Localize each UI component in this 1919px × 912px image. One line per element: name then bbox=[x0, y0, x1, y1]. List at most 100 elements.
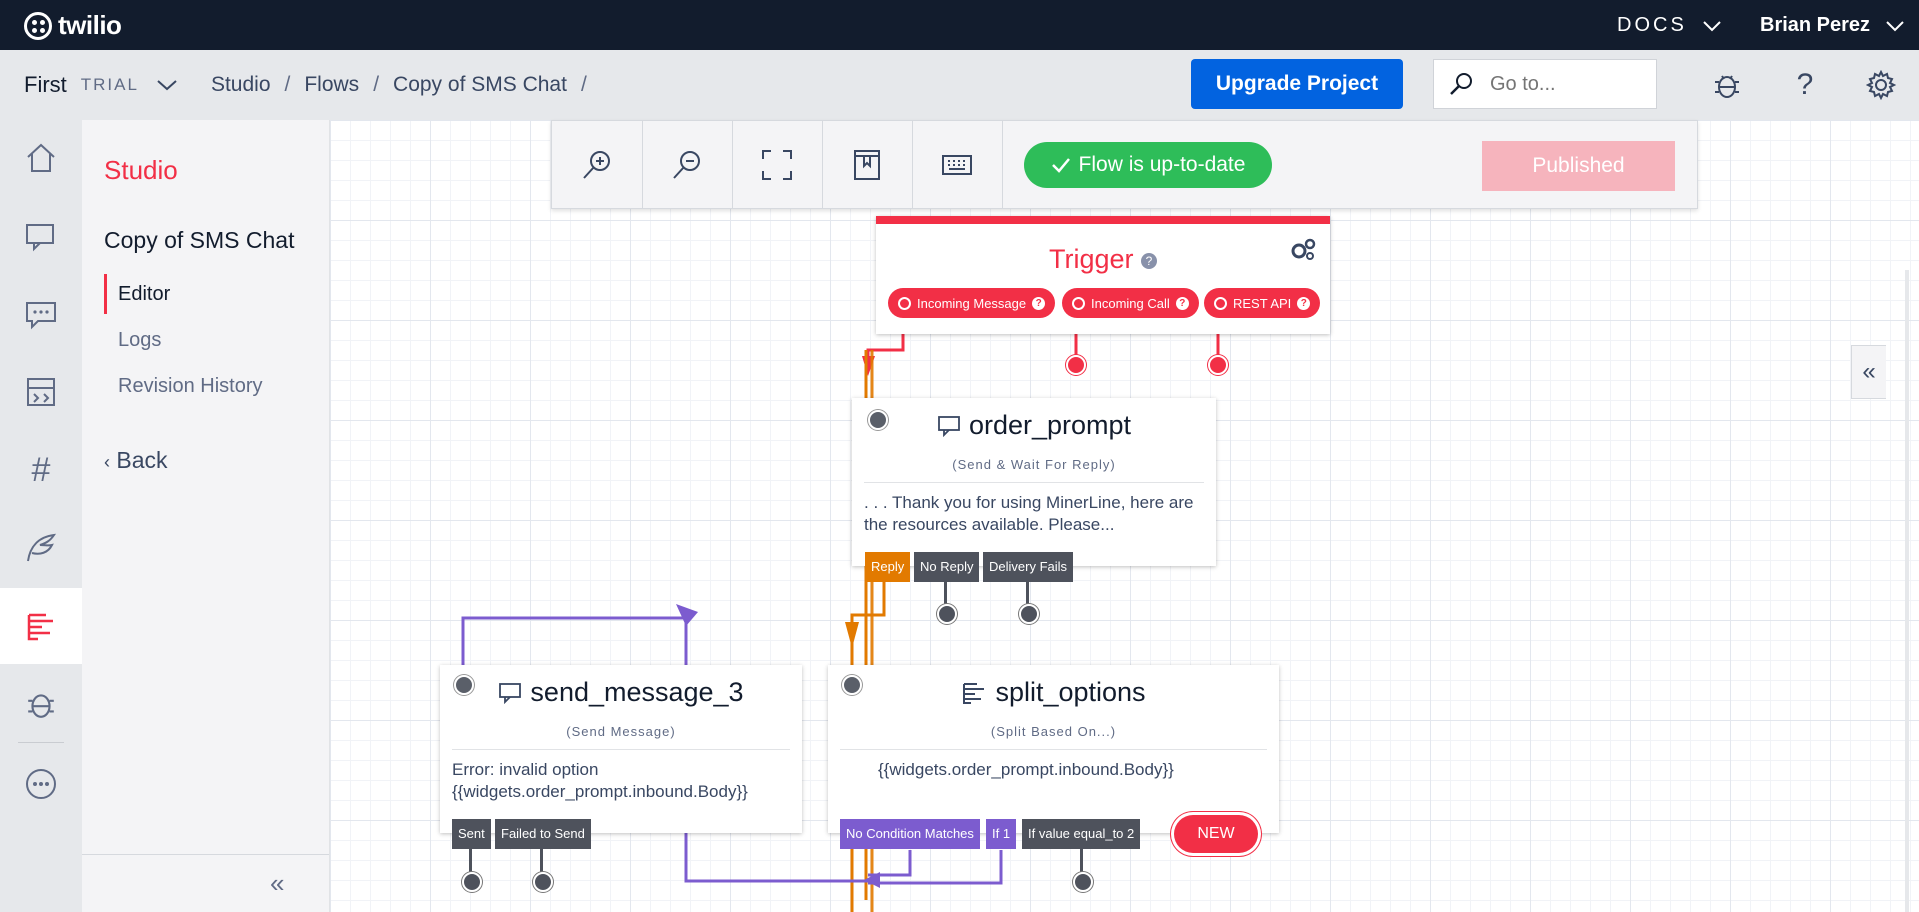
breadcrumb-separator: / bbox=[580, 73, 587, 96]
widget-title: order_prompt bbox=[852, 410, 1216, 441]
split-options-widget[interactable]: split_options (Split Based On...) {{widg… bbox=[828, 665, 1279, 833]
port-stem bbox=[469, 849, 472, 873]
search-icon bbox=[1450, 73, 1472, 95]
project-tier: TRIAL bbox=[80, 75, 139, 94]
sent-port[interactable] bbox=[462, 872, 482, 892]
debugger-bug-icon[interactable] bbox=[1710, 68, 1744, 102]
chat-bubble-icon bbox=[938, 415, 960, 437]
help-icon: ? bbox=[1141, 252, 1158, 269]
input-port[interactable] bbox=[454, 675, 474, 695]
no-reply-port[interactable] bbox=[937, 604, 957, 624]
twilio-logo[interactable]: twilio bbox=[24, 10, 122, 41]
more-options-icon[interactable] bbox=[0, 746, 82, 822]
trigger-incoming-message[interactable]: Incoming Message ? bbox=[888, 288, 1056, 318]
body-line: {{widgets.order_prompt.inbound.Body}} bbox=[452, 782, 748, 801]
user-name: Brian Perez bbox=[1760, 14, 1871, 36]
order-prompt-widget[interactable]: order_prompt (Send & Wait For Reply) . .… bbox=[852, 398, 1216, 566]
expand-panel-icon[interactable]: « bbox=[1851, 345, 1886, 399]
chevron-down-icon bbox=[1703, 20, 1721, 31]
widget-name: send_message_3 bbox=[530, 677, 744, 707]
search-box bbox=[1433, 59, 1657, 109]
chevron-left-icon: ‹ bbox=[104, 452, 110, 472]
sidebar-item-logs[interactable]: Logs bbox=[118, 329, 162, 351]
send-message-3-widget[interactable]: send_message_3 (Send Message) Error: inv… bbox=[440, 665, 802, 833]
input-port[interactable] bbox=[868, 410, 888, 430]
settings-gear-icon[interactable] bbox=[1864, 68, 1898, 102]
input-port[interactable] bbox=[842, 675, 862, 695]
phone-numbers-hash-icon[interactable]: # bbox=[31, 450, 51, 489]
incoming-call-port[interactable] bbox=[1066, 355, 1086, 375]
top-bar: twilio DOCS Brian Perez bbox=[0, 0, 1919, 50]
sidebar-item-editor[interactable]: Editor bbox=[104, 274, 318, 314]
breadcrumb-studio[interactable]: Studio bbox=[210, 73, 271, 96]
widget-divider bbox=[840, 749, 1267, 750]
sidebar-divider bbox=[82, 854, 329, 855]
fit-to-screen-icon[interactable] bbox=[732, 121, 823, 209]
keyboard-icon[interactable] bbox=[912, 121, 1003, 209]
widget-name: order_prompt bbox=[968, 410, 1132, 440]
studio-flows-icon[interactable] bbox=[0, 354, 82, 430]
home-icon[interactable] bbox=[0, 120, 82, 196]
failed-to-send-port[interactable] bbox=[533, 872, 553, 892]
chevron-down-icon[interactable] bbox=[157, 79, 177, 91]
search-input[interactable] bbox=[1488, 71, 1642, 97]
if-value-equal-to-2-port[interactable] bbox=[1073, 872, 1093, 892]
widget-divider bbox=[452, 749, 790, 750]
port-ring-icon bbox=[898, 296, 911, 310]
widget-type: (Send Message) bbox=[566, 724, 676, 739]
docs-menu[interactable]: DOCS bbox=[1617, 14, 1721, 37]
chat-bubble-icon bbox=[499, 682, 522, 704]
trigger-settings-gear-icon[interactable] bbox=[1290, 238, 1318, 262]
breadcrumb-separator: / bbox=[284, 73, 291, 96]
debugger-icon[interactable] bbox=[0, 666, 82, 742]
bookmark-icon[interactable] bbox=[822, 121, 913, 209]
rest-api-port[interactable] bbox=[1208, 355, 1228, 375]
project-name[interactable]: First bbox=[24, 72, 67, 97]
trigger-incoming-call[interactable]: Incoming Call ? bbox=[1062, 288, 1199, 318]
flow-status-label: Flow is up-to-date bbox=[1078, 153, 1246, 176]
transition-reply[interactable]: Reply bbox=[865, 552, 911, 582]
port-stem bbox=[944, 582, 947, 606]
studio-icon[interactable] bbox=[0, 588, 82, 664]
port-ring-icon bbox=[1214, 296, 1227, 310]
chat-bubbles-icon[interactable] bbox=[0, 198, 82, 274]
zoom-out-icon[interactable] bbox=[642, 121, 733, 209]
new-transition-button[interactable]: NEW bbox=[1174, 815, 1258, 853]
canvas-scrollbar[interactable] bbox=[1905, 270, 1909, 912]
transition-if-1[interactable]: If 1 bbox=[986, 819, 1017, 849]
zoom-in-icon[interactable] bbox=[552, 121, 643, 209]
trigger-widget[interactable]: Trigger ? Incoming Message ? Incoming Ca… bbox=[876, 216, 1330, 334]
chevron-down-icon bbox=[1886, 20, 1904, 31]
publish-button[interactable]: Published bbox=[1482, 141, 1675, 191]
pill-label: Incoming Call bbox=[1091, 295, 1170, 311]
collapse-sidebar-icon[interactable]: « bbox=[270, 868, 285, 898]
transition-no-reply[interactable]: No Reply bbox=[914, 552, 980, 582]
conversations-icon[interactable] bbox=[0, 276, 82, 352]
sidebar-title: Studio bbox=[104, 155, 178, 185]
transition-delivery-fails[interactable]: Delivery Fails bbox=[983, 552, 1074, 582]
user-menu[interactable]: Brian Perez bbox=[1760, 14, 1904, 37]
trigger-rest-api[interactable]: REST API ? bbox=[1204, 288, 1321, 318]
transition-if-value-equal-to-2[interactable]: If value equal_to 2 bbox=[1022, 819, 1141, 849]
delivery-fails-port[interactable] bbox=[1019, 604, 1039, 624]
widget-divider bbox=[864, 482, 1204, 483]
transition-no-condition-matches[interactable]: No Condition Matches bbox=[840, 819, 980, 849]
transition-failed-to-send[interactable]: Failed to Send bbox=[495, 819, 591, 849]
help-icon: ? bbox=[1175, 296, 1189, 310]
back-link[interactable]: ‹ Back bbox=[104, 447, 168, 474]
rail-divider bbox=[18, 742, 64, 743]
widget-title: send_message_3 bbox=[440, 677, 802, 708]
breadcrumb: First TRIAL Studio / Flows / Copy of SMS… bbox=[24, 72, 587, 98]
transition-sent[interactable]: Sent bbox=[452, 819, 491, 849]
breadcrumb-flow[interactable]: Copy of SMS Chat bbox=[393, 73, 567, 96]
widget-name: split_options bbox=[995, 677, 1146, 707]
help-icon: ? bbox=[1297, 296, 1311, 310]
wing-icon[interactable] bbox=[0, 510, 82, 586]
breadcrumb-flows[interactable]: Flows bbox=[304, 73, 360, 96]
port-stem bbox=[1026, 582, 1029, 606]
flow-name: Copy of SMS Chat bbox=[104, 227, 295, 253]
sidebar-item-revision-history[interactable]: Revision History bbox=[118, 375, 263, 397]
help-icon[interactable]: ? bbox=[1796, 68, 1814, 101]
pill-label: Incoming Message bbox=[917, 295, 1027, 311]
upgrade-project-button[interactable]: Upgrade Project bbox=[1191, 59, 1403, 109]
